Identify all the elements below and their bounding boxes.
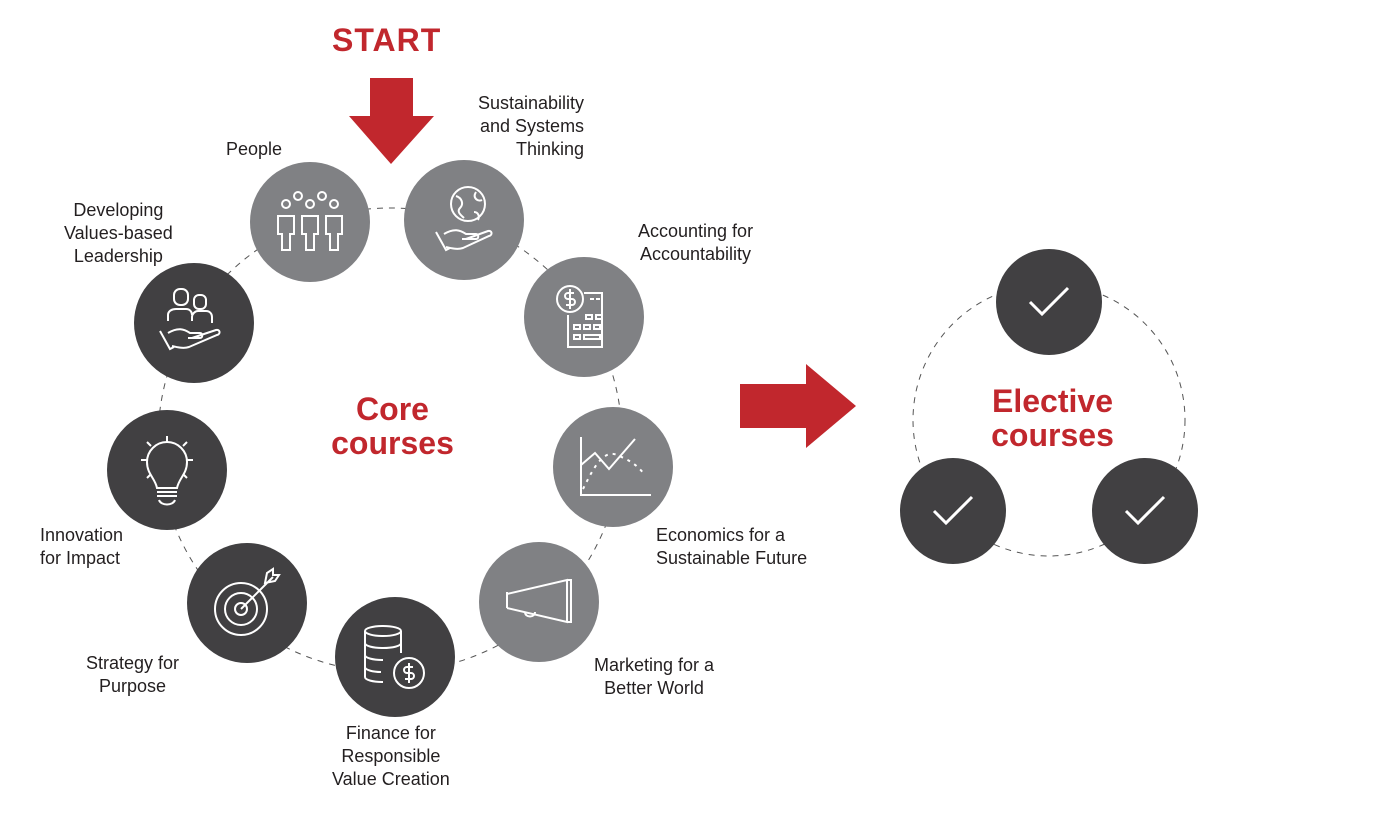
course-label-strategy: Strategy for Purpose (86, 653, 180, 696)
checkmark-icon (1028, 286, 1070, 317)
course-innovation[interactable] (107, 410, 227, 530)
line-chart-icon (580, 437, 651, 496)
course-marketing[interactable] (479, 542, 599, 662)
target-arrow-icon (214, 567, 281, 636)
course-label-economics: Economics for a Sustainable Future (656, 525, 808, 568)
elective-courses-title: Elective courses (991, 383, 1114, 453)
elective-course-1[interactable] (996, 249, 1102, 355)
checkmark-icon (1124, 495, 1166, 526)
start-arrow-icon (349, 78, 434, 164)
course-economics[interactable] (553, 407, 673, 527)
megaphone-icon (506, 578, 572, 624)
checkmark-icon (932, 495, 974, 526)
course-label-marketing: Marketing for a Better World (594, 655, 715, 698)
course-finance[interactable] (335, 597, 455, 717)
elective-course-2[interactable] (900, 458, 1006, 564)
coins-dollar-icon (364, 625, 425, 689)
core-courses-title: Core courses (331, 391, 454, 461)
elective-course-3[interactable] (1092, 458, 1198, 564)
people-group-icon (277, 191, 343, 251)
lightbulb-icon (141, 436, 193, 506)
course-accounting[interactable] (524, 257, 644, 377)
calculator-dollar-icon (556, 285, 603, 348)
course-label-finance: Finance for Responsible Value Creation (332, 723, 450, 789)
course-label-leadership: Developing Values-based Leadership (64, 200, 173, 266)
course-people[interactable] (250, 162, 370, 282)
course-label-innovation: Innovation for Impact (40, 525, 124, 568)
course-label-sustainability: Sustainability and Systems Thinking (478, 93, 585, 159)
globe-in-hand-icon (435, 186, 493, 252)
course-leadership[interactable] (134, 263, 254, 383)
people-in-hand-icon (159, 288, 221, 351)
course-label-people: People (226, 139, 283, 159)
course-label-accounting: Accounting for Accountability (638, 221, 754, 264)
course-strategy[interactable] (187, 543, 307, 663)
right-arrow-icon (740, 364, 856, 448)
course-sustainability[interactable] (404, 160, 524, 280)
start-label: START (332, 22, 442, 58)
